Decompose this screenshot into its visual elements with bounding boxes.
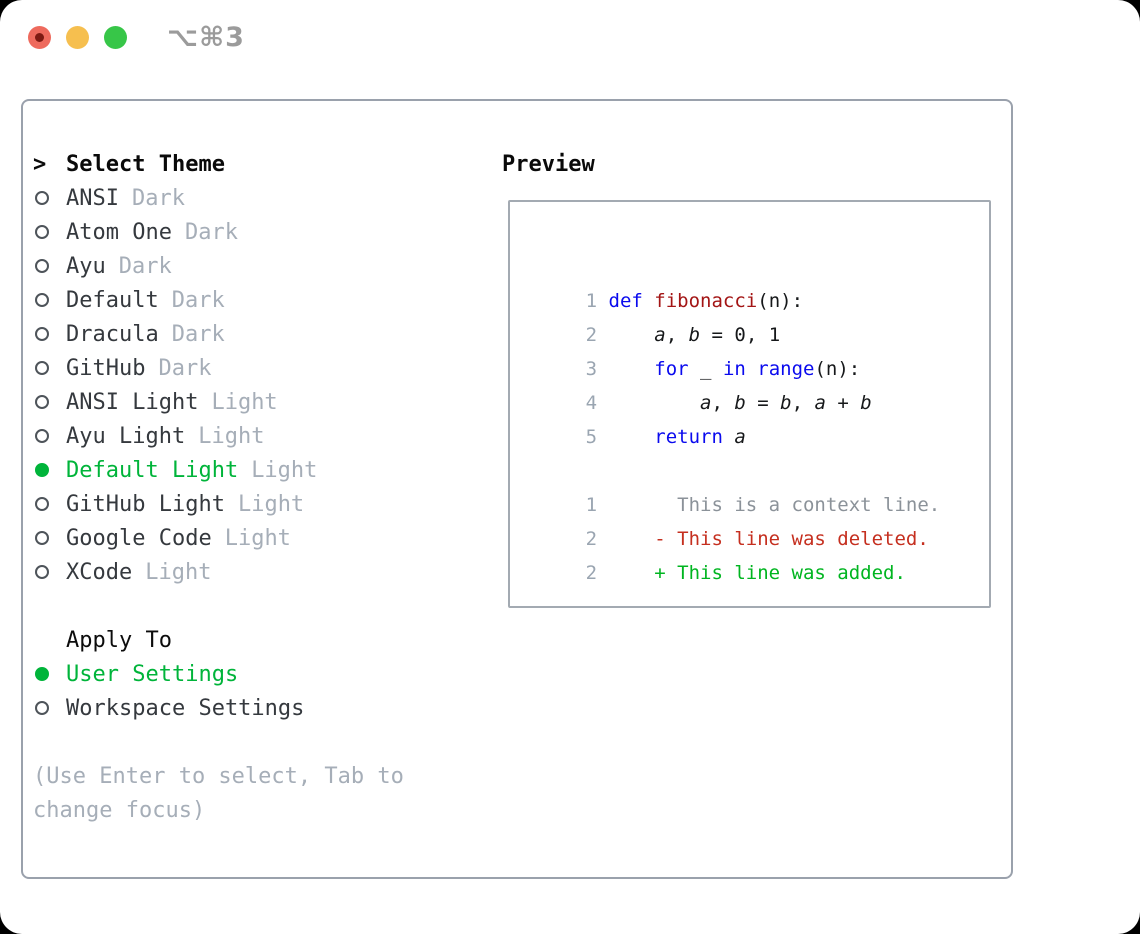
theme-option-github-dark[interactable]: GitHub Dark [33,352,404,386]
code-text: a, b = 0, 1 [654,324,781,346]
radio-icon [35,395,49,409]
radio-selected-icon [35,667,49,681]
minimize-button[interactable] [66,26,89,49]
theme-variant-badge: Dark [171,288,225,313]
code-text: a, b = b, a + b [700,392,872,414]
code-line: 5 return a [517,386,940,448]
theme-variant-badge: Dark [184,220,238,245]
code-text: + This line was added. [608,562,906,584]
radio-icon [35,701,49,715]
radio-icon [35,565,49,579]
theme-name: Dracula [66,322,159,347]
theme-option-atom-one-dark[interactable]: Atom One Dark [33,216,404,250]
cursor-icon: > [33,152,47,177]
theme-option-ansi-light[interactable]: ANSI Light Light [33,386,404,420]
line-number: 1 [585,290,598,312]
theme-name: ANSI [66,186,119,211]
theme-option-dracula-dark[interactable]: Dracula Dark [33,318,404,352]
theme-name: XCode [66,560,133,585]
theme-option-default-dark[interactable]: Default Dark [33,284,404,318]
theme-option-default-light-selected[interactable]: Default Light Light [33,454,404,488]
hint-text-line1: (Use Enter to select, Tab to [33,764,404,789]
code-line: 3 for _ in range(n): [517,318,940,380]
radio-icon [35,225,49,239]
theme-option-xcode-light[interactable]: XCode Light [33,556,404,590]
code-text: This is a context line. [608,494,941,516]
diff-context-line: 1 This is a context line. [517,454,941,516]
code-preview: 1 def fibonacci(n): 2 a, b = 0, 1 3 for _… [517,250,941,584]
line-number: 4 [585,392,598,414]
line-number: 5 [585,426,598,448]
line-number: 2 [585,562,598,584]
theme-variant-badge: Light [251,458,318,483]
theme-variant-badge: Light [224,526,291,551]
code-text: def fibonacci(n): [608,290,804,312]
apply-option-label: Workspace Settings [66,696,305,721]
code-text: - This line was deleted. [608,528,929,550]
code-line: 2 a, b = 0, 1 [517,284,940,346]
theme-variant-badge: Dark [118,254,172,279]
theme-variant-badge: Light [198,424,265,449]
preview-title: Preview [502,152,595,177]
zoom-button[interactable] [104,26,127,49]
theme-name: Default [66,288,159,313]
theme-name: GitHub [66,356,146,381]
diff-deleted-line: 2 - This line was deleted. [517,488,940,550]
theme-option-google-code-light[interactable]: Google Code Light [33,522,404,556]
theme-option-ayu-light[interactable]: Ayu Light Light [33,420,404,454]
theme-variant-badge: Dark [171,322,225,347]
theme-list-header: > Select Theme [33,148,404,182]
theme-variant-badge: Dark [131,186,185,211]
close-dot-icon [35,33,44,42]
theme-variant-badge: Dark [158,356,212,381]
theme-name: ANSI Light [66,390,199,415]
radio-icon [35,327,49,341]
theme-option-ansi-dark[interactable]: ANSI Dark [33,182,404,216]
theme-variant-badge: Light [211,390,278,415]
code-text: return a [654,426,746,448]
theme-option-github-light[interactable]: GitHub Light Light [33,488,404,522]
line-number: 2 [585,528,598,550]
theme-option-ayu-dark[interactable]: Ayu Dark [33,250,404,284]
spacer [33,726,404,760]
apply-option-workspace-settings[interactable]: Workspace Settings [33,692,404,726]
line-number: 3 [585,358,598,380]
radio-icon [35,429,49,443]
close-button[interactable] [28,26,51,49]
radio-icon [35,259,49,273]
theme-name: Atom One [66,220,172,245]
theme-list-title: Select Theme [66,152,225,177]
radio-selected-icon [35,463,49,477]
theme-name: Ayu [66,254,106,279]
theme-variant-badge: Light [145,560,212,585]
theme-name: Google Code [66,526,212,551]
radio-icon [35,293,49,307]
apply-option-user-settings-selected[interactable]: User Settings [33,658,404,692]
diff-added-line: 2 + This line was added. [517,522,940,584]
theme-name: GitHub Light [66,492,225,517]
keyboard-shortcut-label: ⌥⌘3 [167,22,245,53]
preview-box [508,200,991,608]
theme-name: Default Light [66,458,239,483]
radio-icon [35,191,49,205]
apply-to-title: Apply To [66,628,172,653]
apply-option-label: User Settings [66,662,239,687]
theme-name: Ayu Light [66,424,186,449]
radio-icon [35,361,49,375]
code-line: 1 def fibonacci(n): [517,250,940,312]
traffic-lights [28,26,127,49]
theme-variant-badge: Light [237,492,305,517]
line-number: 1 [585,494,598,516]
code-line: 4 a, b = b, a + b [517,352,940,414]
radio-icon [35,497,49,511]
radio-icon [35,531,49,545]
line-number: 2 [585,324,598,346]
hint-text-line2: change focus) [33,798,206,823]
apply-to-header: Apply To [33,624,404,658]
code-text: for _ in range(n): [654,358,861,380]
spacer [33,590,404,624]
theme-list: > Select Theme ANSI Dark Atom One Dark A… [33,148,404,828]
